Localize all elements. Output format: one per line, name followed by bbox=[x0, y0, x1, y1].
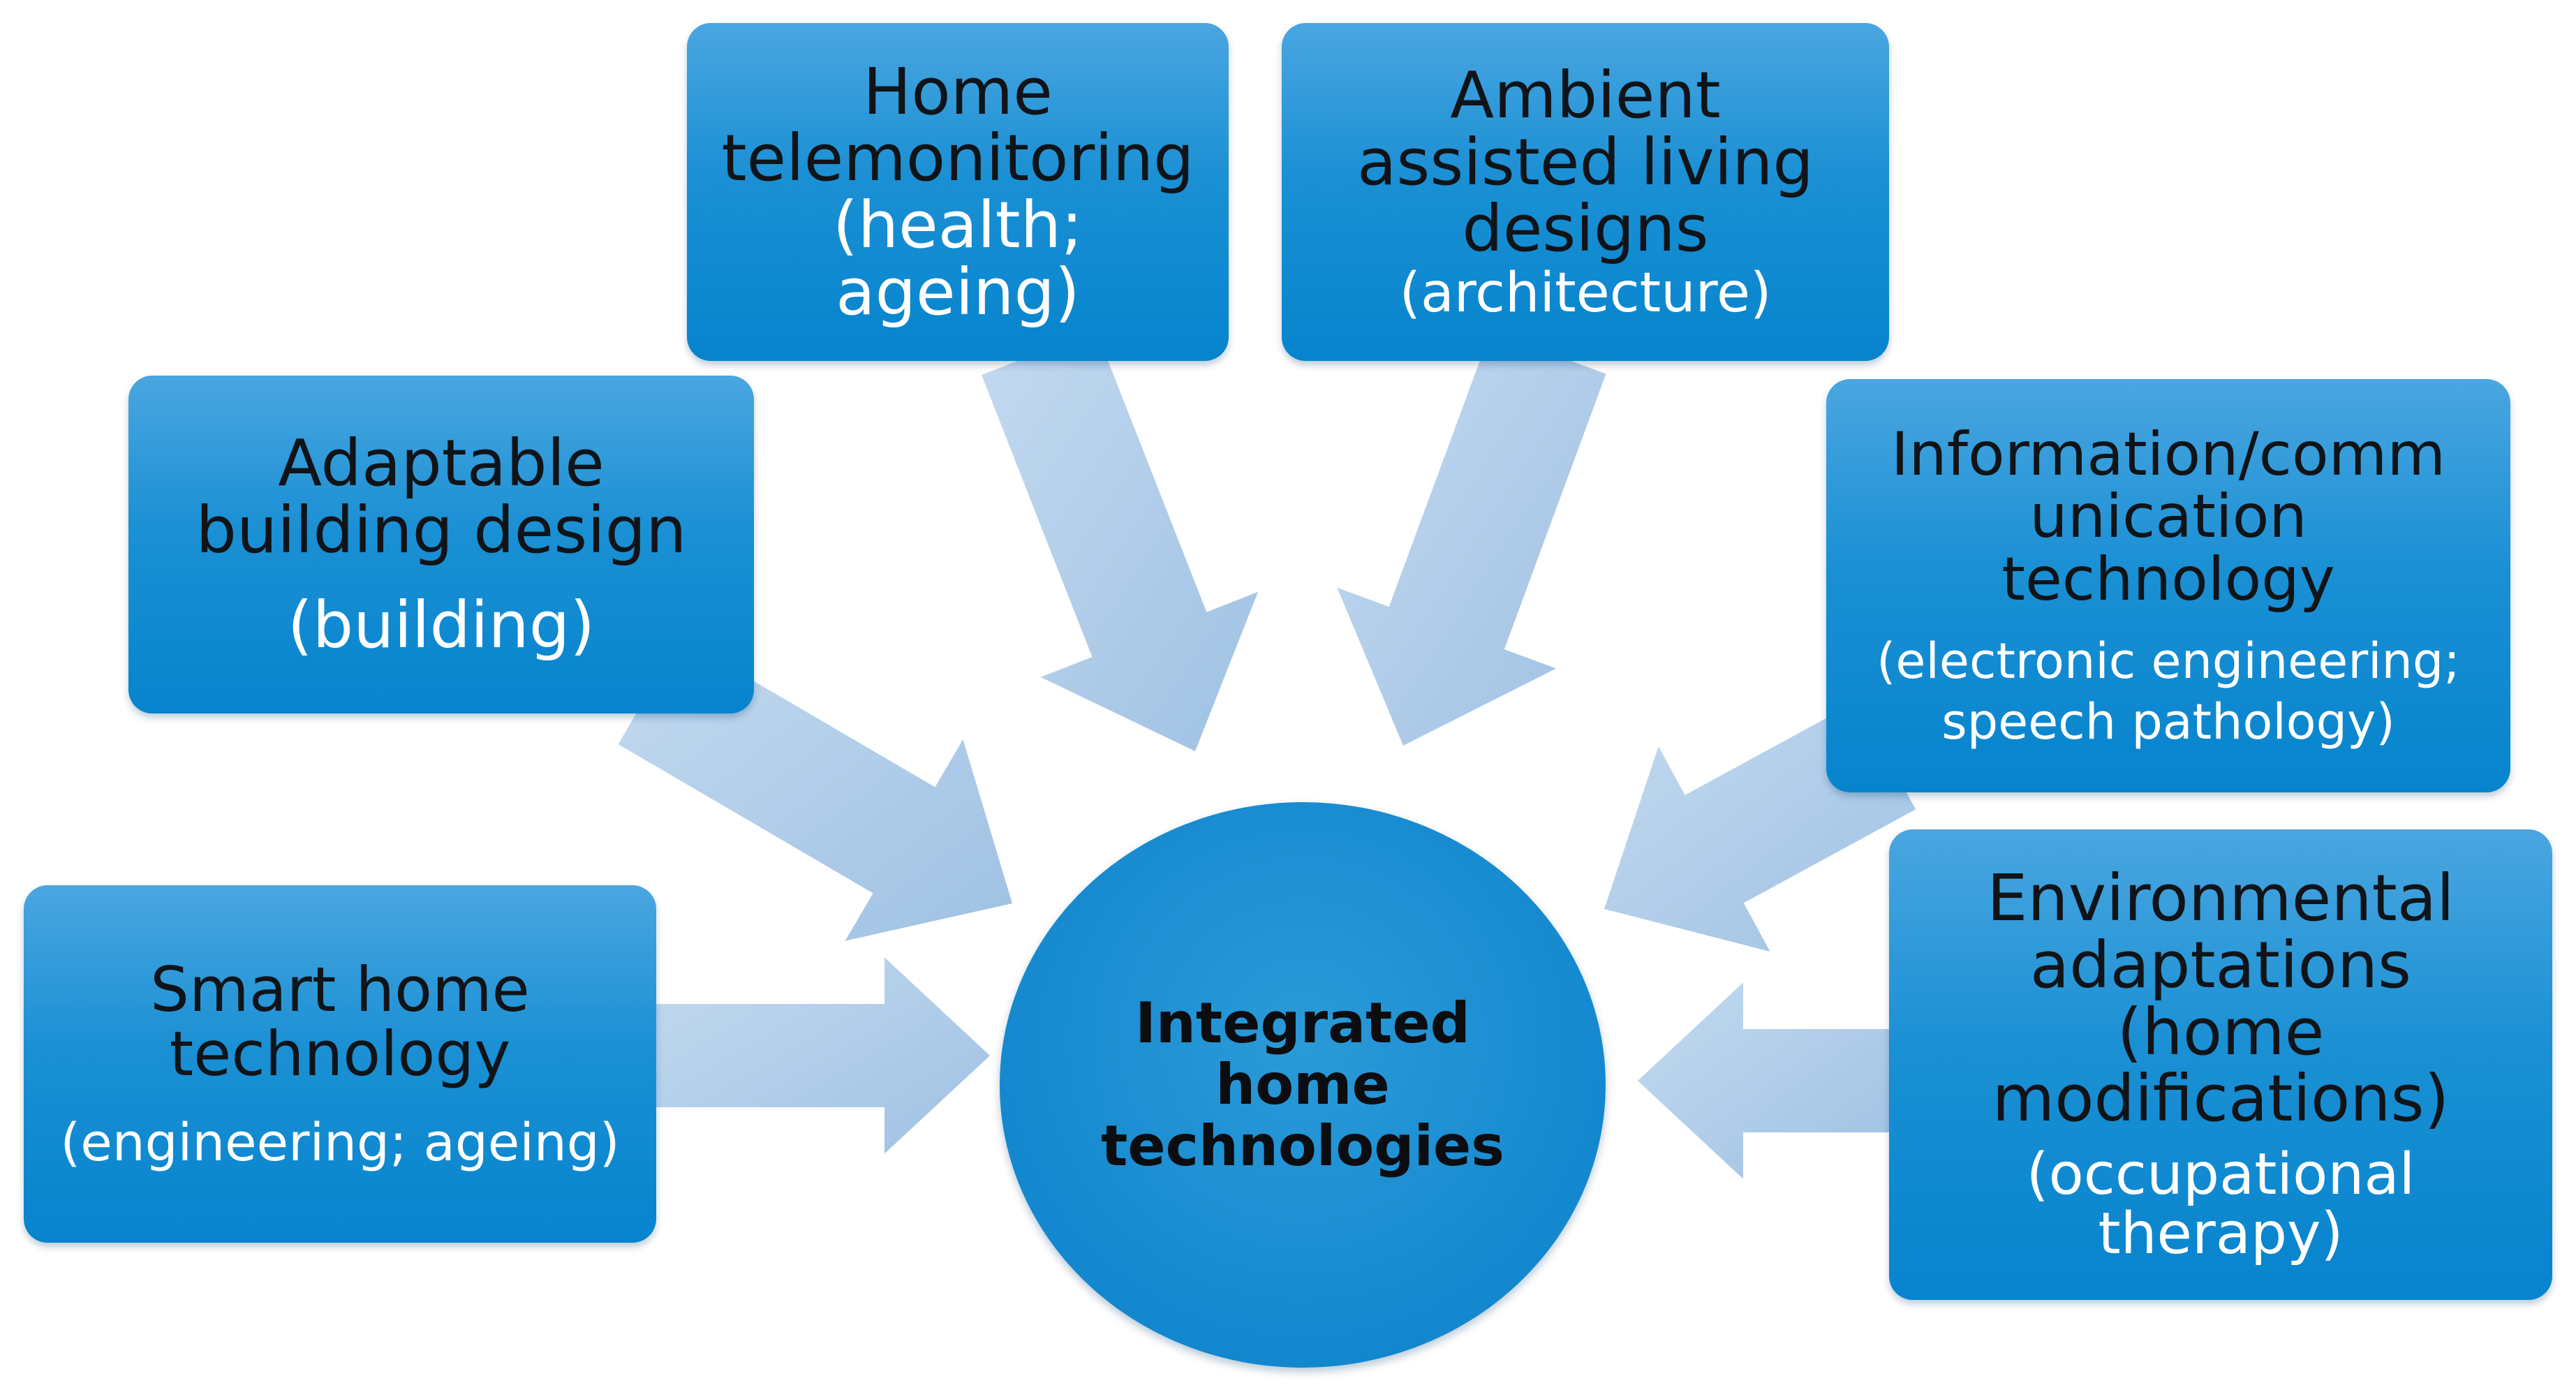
node-adaptable-building-design: Adaptable building design (building) bbox=[128, 376, 754, 714]
node-field-line: (building) bbox=[287, 587, 595, 663]
node-title-line: Environmental bbox=[1987, 861, 2455, 936]
node-environmental-adaptations: Environmental adaptations (home modifica… bbox=[1889, 829, 2552, 1300]
node-title-line: designs bbox=[1462, 191, 1709, 267]
node-field-line: (architecture) bbox=[1399, 261, 1772, 325]
arrow-from-home-telemonitoring bbox=[982, 330, 1259, 751]
node-field-line: (electronic engineering; bbox=[1877, 633, 2460, 690]
arrow-from-smart-home-technology bbox=[655, 957, 990, 1154]
node-field-line: (occupational bbox=[2026, 1141, 2415, 1208]
hub-label-line: technologies bbox=[1101, 1114, 1504, 1178]
arrow-shape bbox=[618, 638, 1012, 941]
node-title-line: (home bbox=[2117, 994, 2325, 1070]
node-smart-home-technology: Smart home technology (engineering; agei… bbox=[24, 885, 656, 1243]
node-title-line: technology bbox=[2001, 544, 2335, 614]
node-title-line: building design bbox=[195, 493, 687, 568]
hub-integrated-home-technologies: Integrated home technologies bbox=[1000, 802, 1606, 1368]
arrow-from-environmental-adaptations bbox=[1638, 982, 1896, 1179]
node-title-line: adaptations bbox=[2029, 928, 2412, 1003]
node-title-line: Ambient bbox=[1450, 57, 1721, 133]
node-title-line: telemonitoring bbox=[721, 121, 1194, 196]
hub-label-line: Integrated bbox=[1135, 991, 1470, 1056]
node-title-line: Adaptable bbox=[278, 426, 605, 501]
node-title-line: Home bbox=[863, 54, 1053, 129]
node-field-line: (health; bbox=[832, 188, 1083, 263]
arrow-from-ambient-assisted-living bbox=[1337, 331, 1606, 746]
node-field-line: (engineering; ageing) bbox=[60, 1113, 620, 1174]
node-home-telemonitoring: Home telemonitoring (health; ageing) bbox=[687, 23, 1229, 361]
node-title-line: Smart home bbox=[150, 954, 530, 1026]
arrow-shape bbox=[1337, 331, 1606, 746]
hub-label-line: home bbox=[1215, 1052, 1390, 1117]
arrow-shape bbox=[1638, 982, 1896, 1179]
node-information-communication-technology: Information/comm unication technology (e… bbox=[1826, 379, 2510, 792]
node-field-line: speech pathology) bbox=[1941, 693, 2395, 751]
node-title-line: technology bbox=[169, 1017, 511, 1090]
node-title-line: unication bbox=[2029, 482, 2307, 552]
arrow-shape bbox=[655, 957, 990, 1154]
node-title-line: modifications) bbox=[1992, 1061, 2450, 1137]
node-title-line: assisted living bbox=[1357, 124, 1814, 200]
node-field-line: therapy) bbox=[2098, 1201, 2344, 1268]
arrow-shape bbox=[982, 330, 1259, 751]
node-field-line: ageing) bbox=[836, 254, 1080, 330]
node-title-line: Information/comm bbox=[1890, 420, 2446, 490]
arrow-from-adaptable-building-design bbox=[618, 638, 1012, 941]
node-ambient-assisted-living: Ambient assisted living designs (archite… bbox=[1282, 23, 1889, 361]
